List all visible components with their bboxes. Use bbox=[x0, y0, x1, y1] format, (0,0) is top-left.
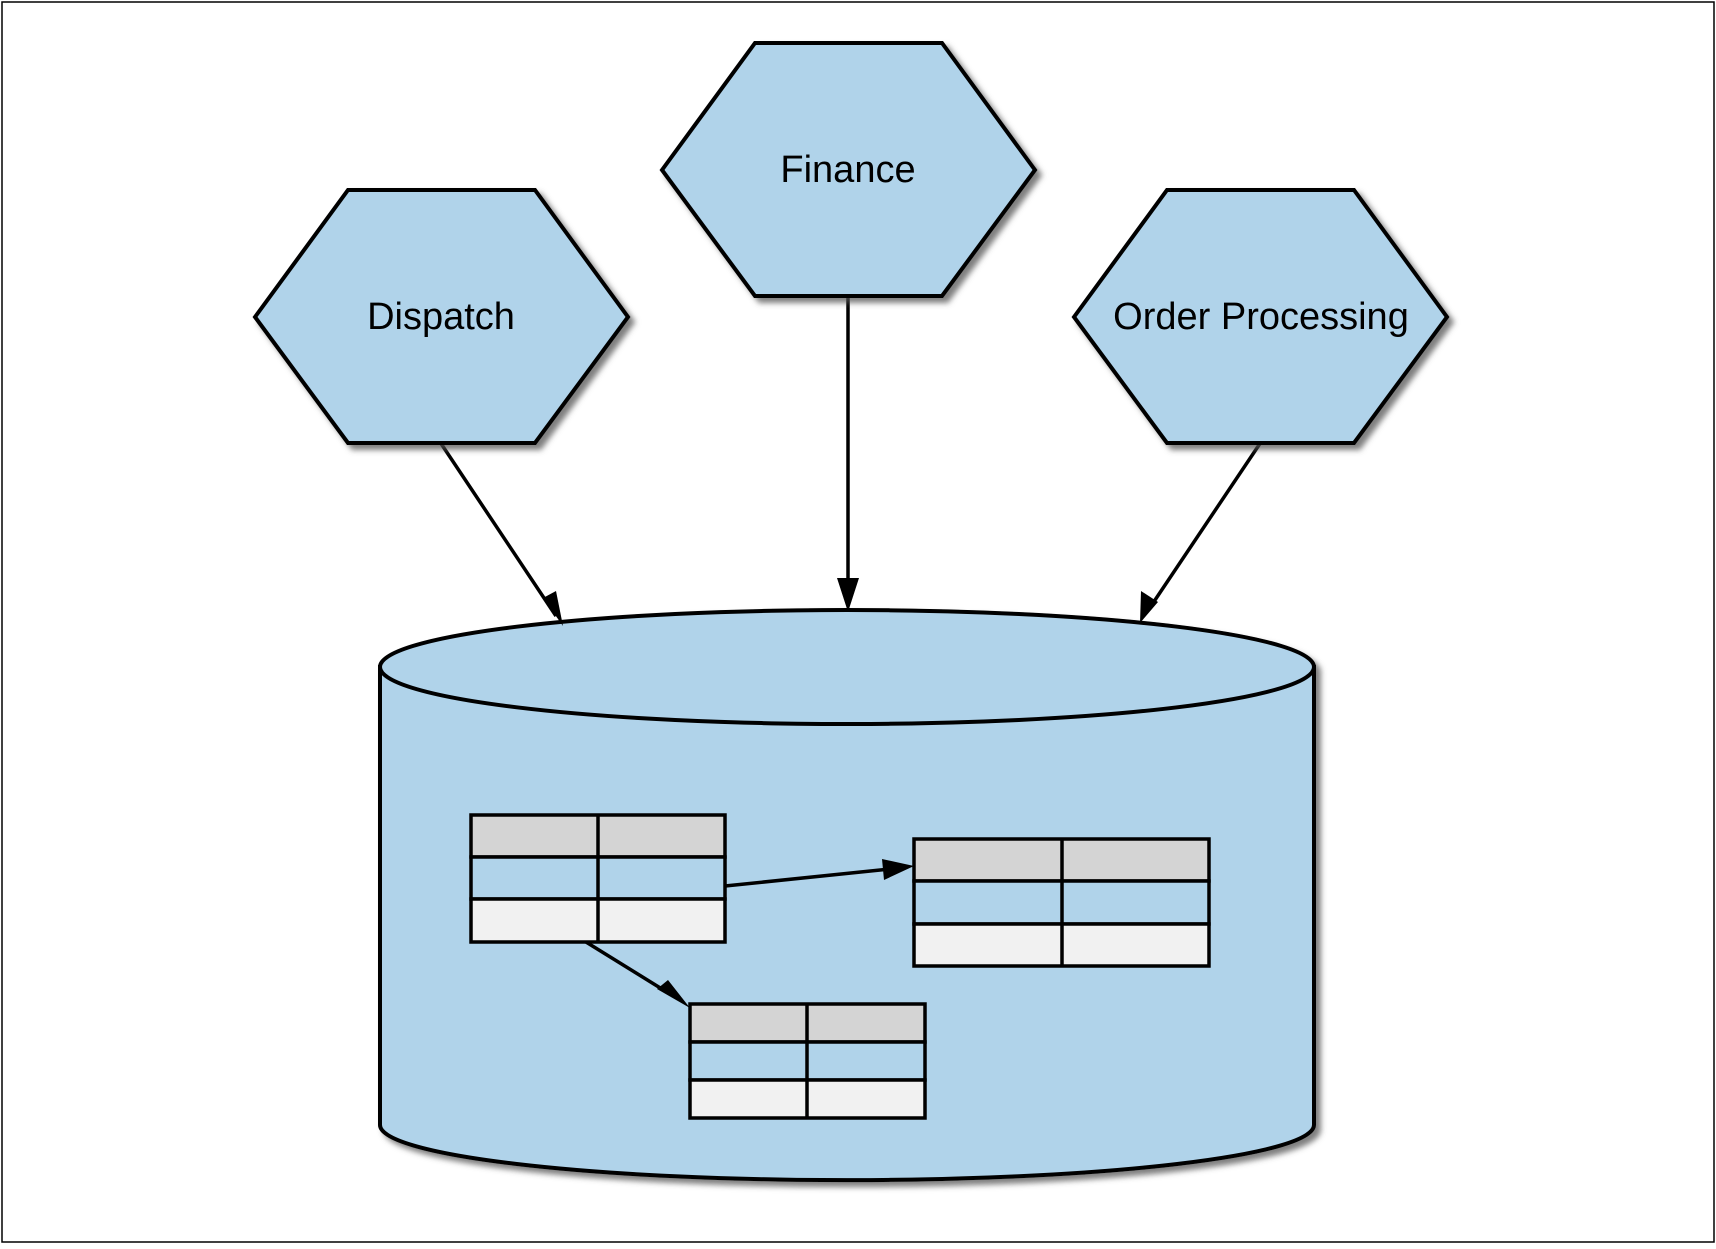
service-label: Finance bbox=[780, 149, 915, 191]
service-label: Order Processing bbox=[1113, 296, 1409, 338]
arrow-table1-to-table3 bbox=[585, 940, 671, 996]
service-finance[interactable]: Finance bbox=[659, 41, 1038, 298]
hexagon-shape bbox=[252, 188, 631, 445]
service-order-processing[interactable]: Order Processing bbox=[1071, 188, 1450, 445]
arrowhead bbox=[882, 859, 914, 880]
service-dispatch[interactable]: Dispatch bbox=[252, 188, 631, 445]
arrowhead bbox=[543, 591, 563, 626]
hexagon-shape bbox=[659, 41, 1038, 298]
table-2 bbox=[912, 837, 1211, 968]
arrowhead bbox=[837, 578, 859, 612]
arrow-dispatch-to-database bbox=[438, 441, 558, 617]
arrowhead bbox=[1140, 591, 1158, 623]
table-1 bbox=[469, 813, 727, 944]
service-label: Dispatch bbox=[367, 296, 515, 338]
table-3 bbox=[688, 1002, 927, 1120]
arrowhead bbox=[657, 980, 690, 1008]
hexagon-shape bbox=[1071, 188, 1450, 445]
arrow-order-processing-to-database bbox=[1149, 441, 1263, 607]
database-cylinder bbox=[378, 608, 1316, 1183]
arrow-table1-to-table2 bbox=[724, 867, 891, 888]
